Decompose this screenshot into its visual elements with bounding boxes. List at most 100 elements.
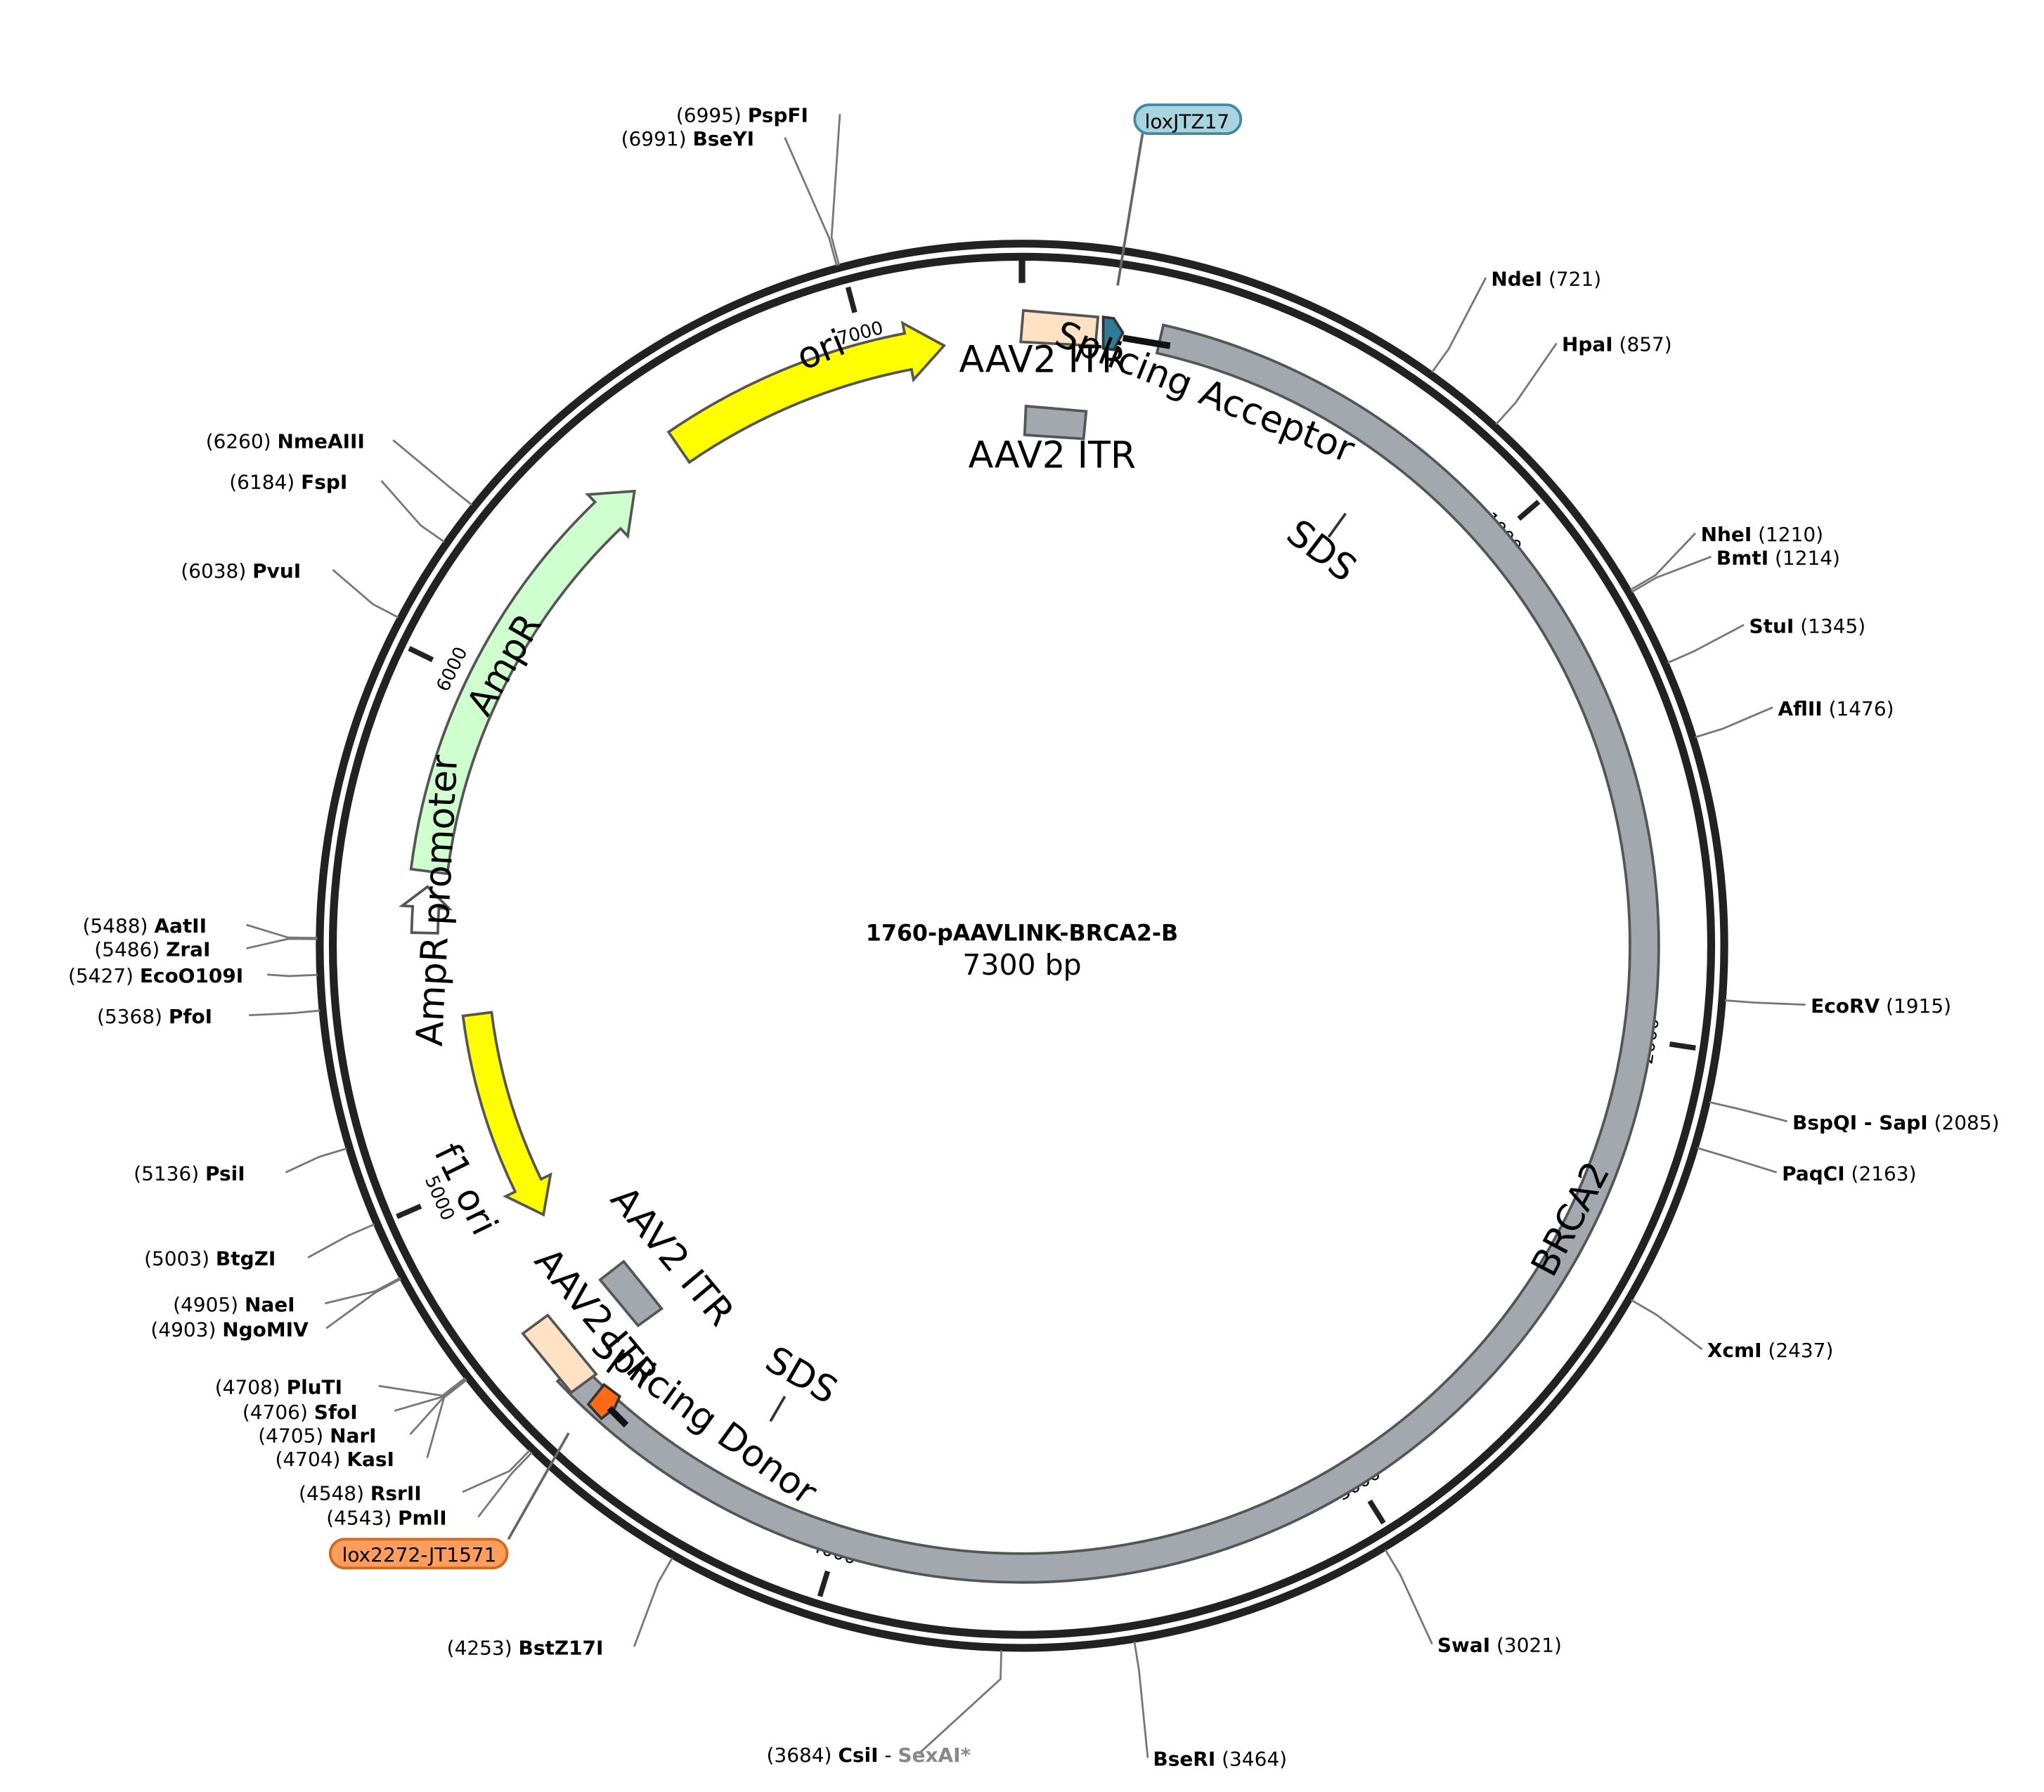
tick-6000 xyxy=(408,646,434,663)
enzyme-line-bmti xyxy=(1631,555,1712,593)
enzyme-label-hpai: HpaI (857) xyxy=(1562,333,1672,356)
feature-label-ampr: AmpR xyxy=(459,606,550,722)
plasmid-name: 1760-pAAVLINK-BRCA2-B xyxy=(866,921,1178,946)
enzyme-line-pluti xyxy=(378,1377,466,1397)
enzyme-line-nhei xyxy=(1629,532,1697,591)
enzyme-line-pmli xyxy=(477,1451,533,1518)
feature-label-aav2-itr-top-2: AAV2 ITR xyxy=(969,434,1137,476)
enzyme-label-csii: (3684) CsiI - SexAI* xyxy=(767,1744,971,1767)
feature-label-ampr-promoter: AmpR promoter xyxy=(409,753,467,1047)
enzyme-line-ecorv xyxy=(1724,999,1806,1006)
ampr-arrow xyxy=(409,489,636,876)
enzyme-label-bseyi: (6991) BseYI xyxy=(621,127,754,150)
enzyme-label-ngomiv: (4903) NgoMIV xyxy=(150,1318,309,1341)
feature-label-aav2-itr-top-1: AAV2 ITR xyxy=(959,339,1127,381)
backbone-outer-ring xyxy=(316,240,1728,1652)
loxjtz17-label: loxJTZ17 xyxy=(1145,110,1230,134)
sds-bottom-mark xyxy=(769,1396,787,1422)
enzyme-line-csii xyxy=(917,1650,1003,1755)
enzyme-label-nmeaiii: (6260) NmeAIII xyxy=(206,430,365,453)
enzyme-line-xcmi xyxy=(1631,1299,1703,1351)
enzyme-label-fspi: (6184) FspI xyxy=(229,470,347,493)
tick-2000 xyxy=(1669,1041,1696,1051)
loxjtz17-tag xyxy=(1133,103,1243,135)
feature-label-sds-top: SDS xyxy=(1279,512,1364,590)
lox2272-leader xyxy=(507,1432,570,1540)
enzyme-line-ndei xyxy=(1431,277,1487,373)
enzyme-label-nhei: NheI (1210) xyxy=(1701,523,1824,546)
enzyme-line-stui xyxy=(1667,623,1745,664)
enzyme-label-pfoi: (5368) PfoI xyxy=(97,1005,212,1028)
ori-arrow xyxy=(666,320,947,465)
enzyme-line-ecoo109i xyxy=(267,973,318,978)
enzyme-label-ecorv: EcoRV (1915) xyxy=(1811,994,1951,1018)
enzyme-line-aatii xyxy=(246,923,318,940)
enzyme-line-bspqi-sapi xyxy=(1709,1101,1787,1122)
enzyme-line-naei xyxy=(325,1277,401,1305)
lox2272-label: lox2272-JT1571 xyxy=(342,1543,497,1566)
enzyme-label-swai: SwaI (3021) xyxy=(1437,1634,1562,1657)
enzyme-line-bseri xyxy=(1133,1641,1149,1758)
splicing-acceptor-arrow xyxy=(1101,315,1125,351)
enzyme-leader-lines xyxy=(246,114,1806,1758)
sds-top-mark xyxy=(1327,512,1347,538)
enzyme-label-kasi: (4704) KasI xyxy=(276,1448,394,1471)
feature-arrows xyxy=(399,320,1660,1584)
loxjtz17-leader xyxy=(1116,133,1144,286)
plasmid-length: 7300 bp xyxy=(962,948,1081,982)
enzyme-line-btgzi xyxy=(307,1223,375,1259)
enzyme-label-btgzi: (5003) BtgZI xyxy=(144,1247,276,1271)
enzyme-label-paqci: PaqCI (2163) xyxy=(1782,1162,1916,1185)
enzyme-line-nmeaiii xyxy=(392,439,473,506)
enzyme-label-zrai: (5486) ZraI xyxy=(94,938,210,961)
tick-7000 xyxy=(845,286,858,313)
enzyme-line-rsrii xyxy=(462,1449,531,1493)
brca2-arc xyxy=(555,323,1660,1584)
enzyme-label-pmli: (4543) PmlI xyxy=(326,1507,446,1530)
aav2-itr-bottom-peach xyxy=(521,1313,598,1395)
aav2-itr-top-gray xyxy=(1023,404,1088,441)
enzyme-line-aflii xyxy=(1695,706,1773,739)
enzyme-label-pluti: (4708) PluTI xyxy=(215,1375,342,1398)
enzyme-line-pspfi xyxy=(830,114,841,266)
enzyme-label-aatii: (5488) AatII xyxy=(82,914,207,937)
enzyme-line-sfoi xyxy=(394,1378,467,1412)
enzyme-label-nari: (4705) NarI xyxy=(258,1424,376,1447)
tick-5000 xyxy=(396,1203,422,1219)
enzyme-label-bspqi-sapi: BspQI - SapI (2085) xyxy=(1792,1111,1999,1134)
enzyme-label-xcmi: XcmI (2437) xyxy=(1707,1339,1834,1362)
enzyme-line-zrai xyxy=(246,937,318,949)
enzyme-line-ngomiv xyxy=(325,1278,401,1330)
enzyme-labels: NdeI (721)HpaI (857)NheI (1210)BmtI (121… xyxy=(68,103,2000,1770)
enzyme-line-fspi xyxy=(380,480,445,543)
enzyme-label-naei: (4905) NaeI xyxy=(173,1293,295,1316)
enzyme-line-swai xyxy=(1384,1549,1433,1644)
ampr-promoter-arrow xyxy=(399,885,453,935)
feature-label-sds-bottom: SDS xyxy=(758,1339,844,1413)
enzyme-label-bstz17i: (4253) BstZ17I xyxy=(447,1636,604,1659)
enzyme-label-bmti: BmtI (1214) xyxy=(1716,546,1840,569)
enzyme-line-pvui xyxy=(332,569,399,618)
enzyme-label-stui: StuI (1345) xyxy=(1749,614,1866,637)
lox2272-tag xyxy=(328,1538,509,1570)
tick-4000 xyxy=(817,1570,831,1597)
enzyme-label-pvui: (6038) PvuI xyxy=(181,559,301,583)
enzyme-label-ecoo109i: (5427) EcoO109I xyxy=(68,964,243,987)
enzyme-line-pfoi xyxy=(249,1009,321,1017)
tick-3000 xyxy=(1367,1499,1386,1525)
enzyme-line-psii xyxy=(285,1147,347,1174)
tick-1000 xyxy=(1517,500,1541,521)
aav2-itr-bottom-gray xyxy=(598,1259,664,1327)
splicing-acceptor-link xyxy=(1122,335,1171,349)
enzyme-line-hpai xyxy=(1495,342,1558,425)
enzyme-label-rsrii: (4548) RsrII xyxy=(299,1481,422,1505)
enzyme-label-sfoi: (4706) SfoI xyxy=(242,1401,358,1424)
splicing-donor-link xyxy=(607,1405,629,1428)
enzyme-label-psii: (5136) PsiI xyxy=(134,1162,245,1185)
feature-label-brca2: BRCA2 xyxy=(1523,1155,1618,1284)
enzyme-line-bseyi xyxy=(784,137,838,266)
enzyme-label-pspfi: (6995) PspFI xyxy=(676,103,808,126)
aav2-itr-top-peach xyxy=(1019,309,1100,348)
enzyme-label-aflii: AflII (1476) xyxy=(1778,697,1894,720)
feature-label-aav2-itr-bottom-1: AAV2 ITR xyxy=(602,1179,742,1334)
